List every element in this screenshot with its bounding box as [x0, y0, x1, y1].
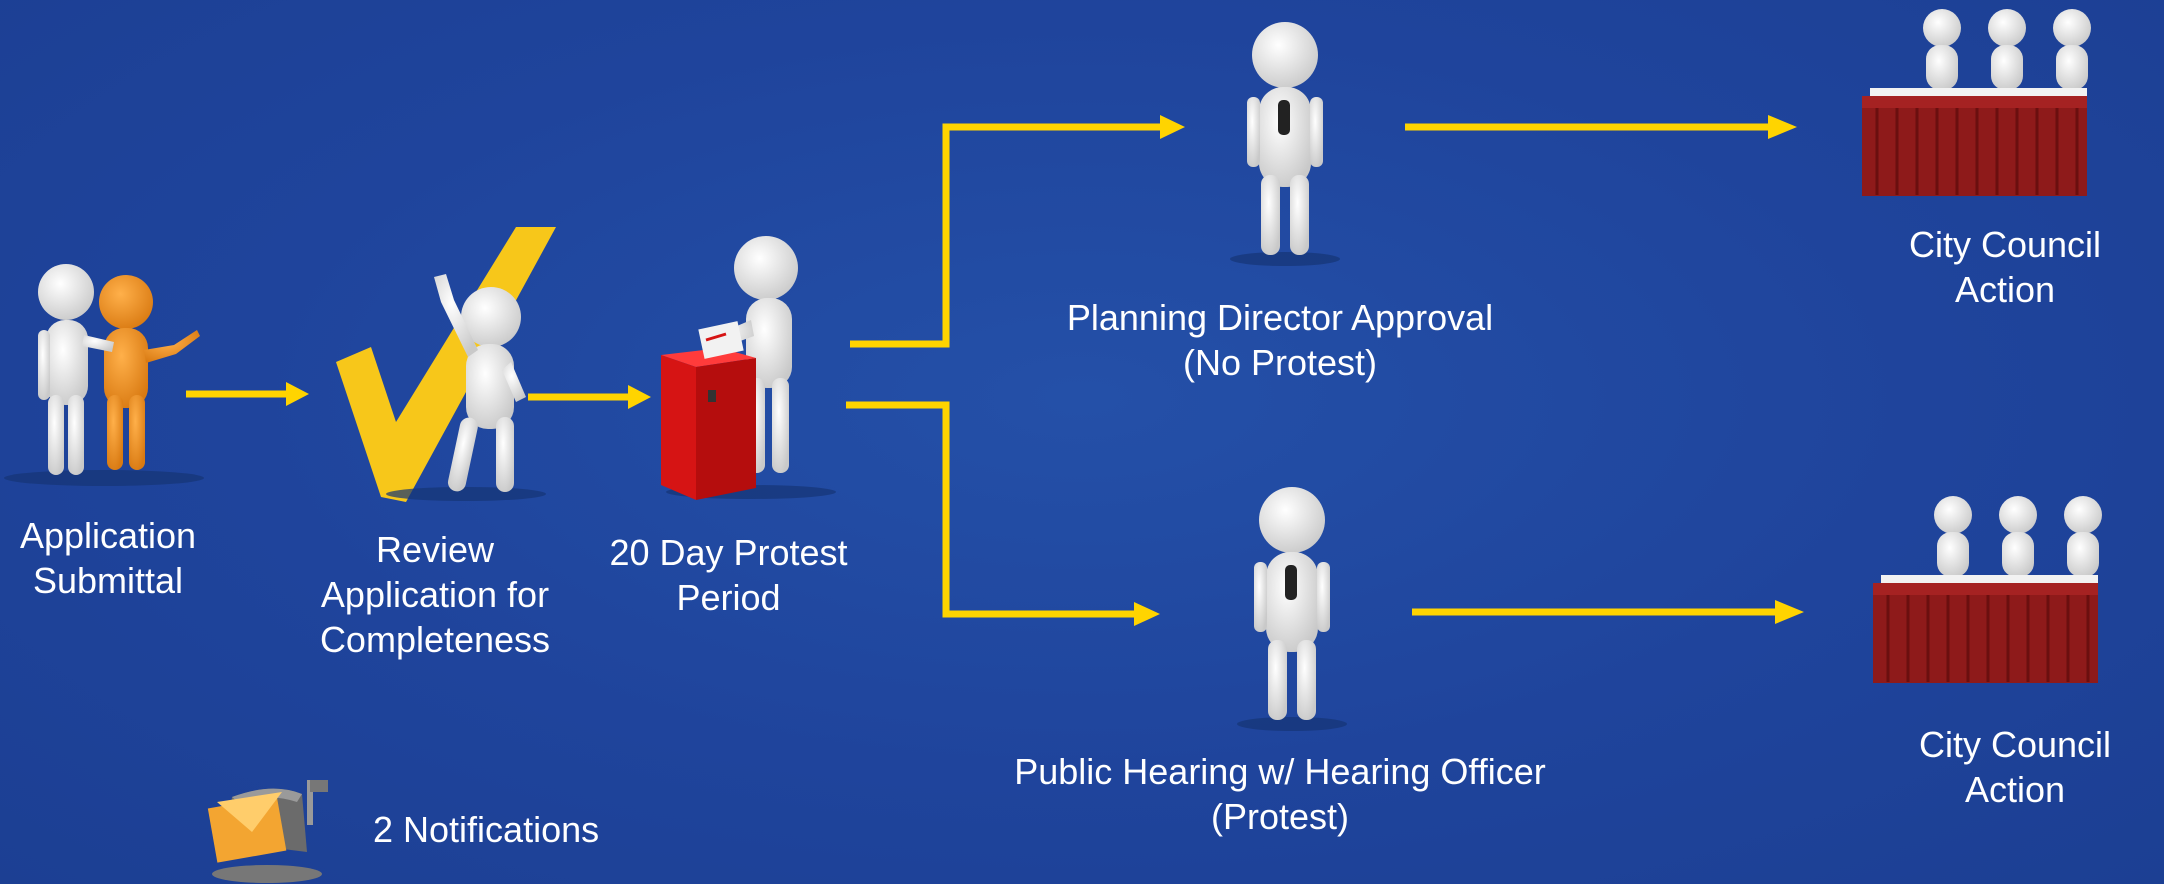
label-line: Completeness — [319, 619, 551, 660]
arrowhead — [1768, 115, 1797, 139]
arrow-protest-to-director — [850, 123, 1162, 348]
label-line: Planning Director Approval — [1066, 297, 1494, 338]
checkmark-person-icon — [336, 227, 556, 502]
label-line: Application for — [320, 574, 550, 615]
label-line: Period — [676, 577, 781, 618]
microphone-icon — [1278, 100, 1290, 135]
label-line: Action — [1964, 769, 2066, 810]
council-panel-icon — [1873, 496, 2102, 683]
label-line: Action — [1954, 269, 2056, 310]
arrowhead — [1134, 602, 1160, 626]
arrowhead — [1160, 115, 1185, 139]
ballot-box-person-icon — [661, 236, 836, 500]
speaker-person-icon — [1230, 22, 1340, 266]
label-line: 20 Day Protest — [609, 532, 848, 573]
notifications-label: 2 Notifications — [373, 809, 600, 850]
arrowhead — [628, 385, 651, 409]
label-line: Application — [19, 515, 197, 556]
label-line: City Council — [1908, 224, 2102, 265]
step-label-review: Review Application for Completeness — [310, 527, 560, 662]
arrow-protest-to-hearing — [846, 401, 1136, 618]
checkmark-icon — [336, 227, 556, 502]
step-label-protest-period: 20 Day Protest Period — [596, 530, 861, 620]
microphone-icon — [1285, 565, 1297, 600]
step-label-public-hearing: Public Hearing w/ Hearing Officer (Prote… — [980, 749, 1580, 839]
speaker-person-icon — [1237, 487, 1347, 731]
label-line: (No Protest) — [1182, 342, 1378, 383]
council-panel-icon — [1862, 9, 2091, 196]
label-line: (Protest) — [1210, 796, 1350, 837]
mailbox-icon — [207, 780, 328, 883]
label-line: Review — [375, 529, 495, 570]
label-line: City Council — [1918, 724, 2112, 765]
step-label-council-top: City Council Action — [1880, 222, 2130, 312]
arrowhead — [286, 382, 309, 406]
label-line: Submittal — [32, 560, 184, 601]
step-label-planning-director: Planning Director Approval (No Protest) — [1030, 295, 1530, 385]
step-label-application-submittal: Application Submittal — [8, 513, 208, 603]
two-people-icon — [4, 264, 204, 486]
step-label-council-bottom: City Council Action — [1890, 722, 2140, 812]
arrowhead — [1775, 600, 1804, 624]
label-line: Public Hearing w/ Hearing Officer — [1014, 751, 1546, 792]
